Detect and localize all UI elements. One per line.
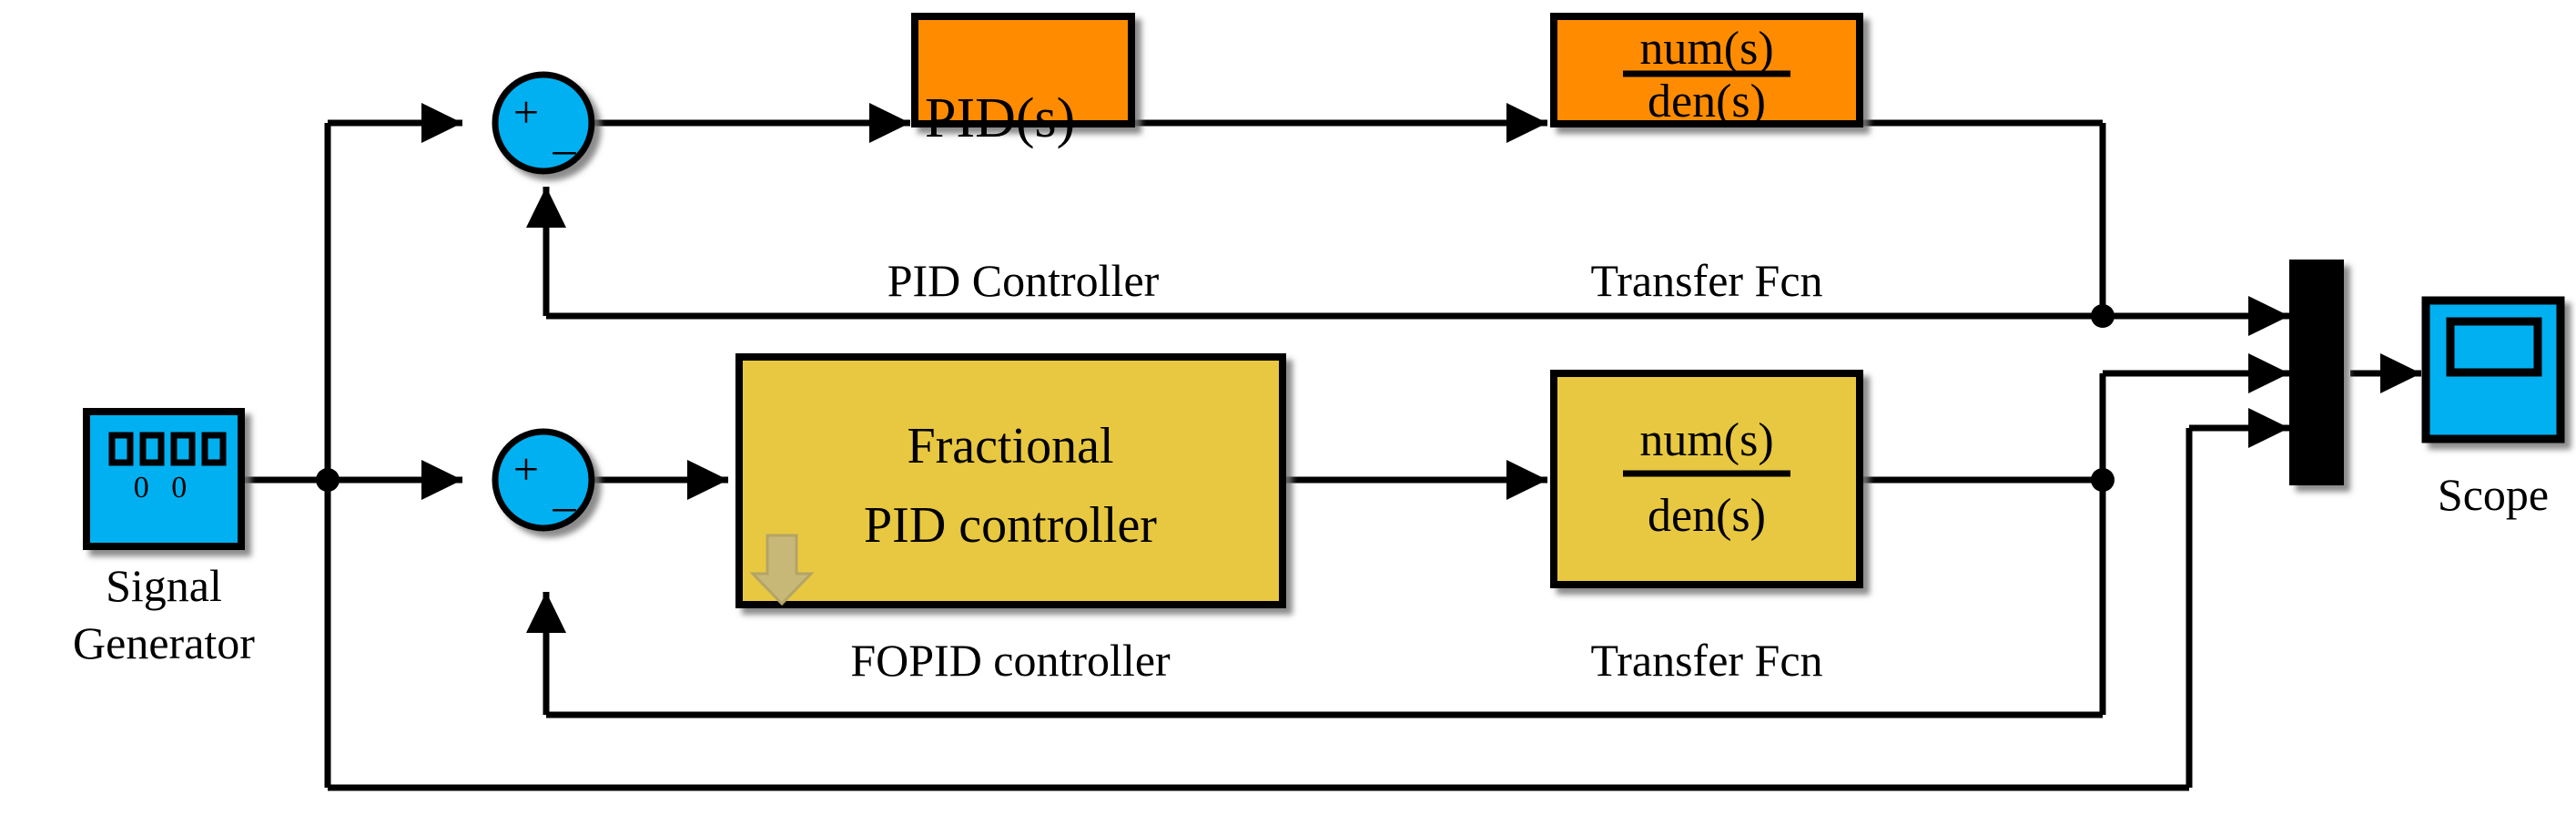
- signal-generator-glyph: [108, 432, 227, 466]
- block-sum-bottom[interactable]: + –: [492, 428, 595, 532]
- signal-junctions: [316, 304, 2115, 492]
- signal-generator-label-line2: Generator: [73, 617, 255, 668]
- signal-generator-label: Signal: [106, 560, 222, 611]
- signal-generator-digits: 0 0: [134, 471, 195, 504]
- transfer-fcn-top-label: Transfer Fcn: [1590, 255, 1822, 306]
- block-mux[interactable]: [2289, 260, 2344, 485]
- block-pid-controller[interactable]: PID(s): [911, 13, 1135, 149]
- junction-dot-source: [316, 468, 340, 492]
- transfer-fcn-bottom-numerator: num(s): [1639, 414, 1773, 466]
- sum-bottom-minus: –: [553, 480, 577, 531]
- block-scope[interactable]: [2421, 296, 2565, 443]
- pid-controller-body: PID(s): [925, 87, 1075, 149]
- scope-screen-icon: [2446, 317, 2542, 377]
- sum-bottom-plus: +: [513, 443, 539, 494]
- signal-wires: [241, 103, 2421, 791]
- sum-top-minus: –: [553, 123, 577, 174]
- transfer-fcn-bottom-label: Transfer Fcn: [1590, 635, 1822, 686]
- block-transfer-fcn-bottom[interactable]: num(s) den(s): [1550, 370, 1863, 588]
- block-fopid-controller[interactable]: Fractional PID controller: [735, 353, 1286, 608]
- mask-down-arrow-icon: [749, 534, 815, 606]
- junction-dot-tftop: [2091, 304, 2115, 328]
- junction-dot-tfbot: [2091, 468, 2115, 492]
- fopid-controller-body-line2: PID controller: [864, 497, 1157, 554]
- scope-label: Scope: [2438, 469, 2549, 520]
- block-sum-top[interactable]: + –: [492, 71, 595, 175]
- fopid-controller-body-line1: Fractional: [907, 418, 1113, 474]
- fopid-controller-label: FOPID controller: [850, 635, 1171, 686]
- transfer-fcn-top-denominator: den(s): [1648, 76, 1766, 127]
- transfer-fcn-bottom-denominator: den(s): [1648, 490, 1766, 542]
- sum-top-plus: +: [513, 87, 539, 138]
- block-signal-generator[interactable]: 0 0: [83, 408, 245, 550]
- pid-controller-label: PID Controller: [887, 255, 1160, 306]
- block-transfer-fcn-top[interactable]: num(s) den(s): [1550, 13, 1863, 127]
- transfer-fcn-top-numerator: num(s): [1639, 23, 1773, 75]
